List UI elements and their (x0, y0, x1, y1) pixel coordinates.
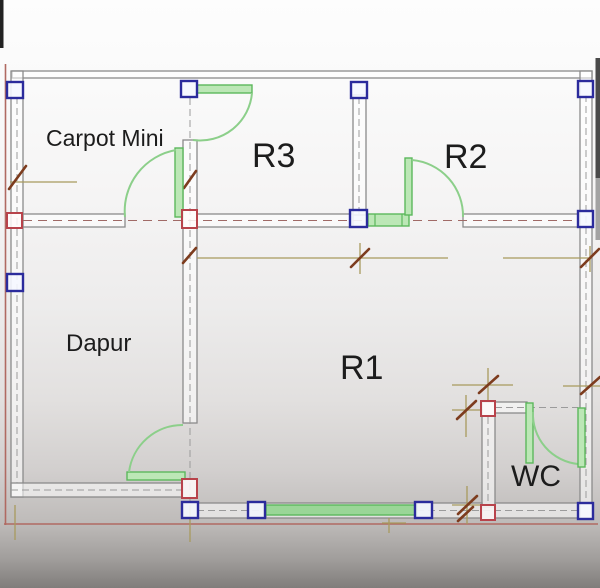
window-r1-bottom (265, 504, 418, 516)
column-top-left (5, 80, 25, 100)
door-leaf-wc (525, 402, 534, 464)
centerlines (11, 95, 587, 511)
window-r2-wall (367, 213, 410, 227)
column-red-wc-top (480, 400, 496, 417)
video-artifact-right-edge (595, 58, 600, 178)
door-leaf-carpot-dapur (174, 147, 184, 218)
dimension-tick-r1-left (181, 246, 198, 265)
door-leaf-r2 (404, 157, 413, 216)
column-top-right (576, 79, 595, 99)
columns-blue (5, 79, 595, 521)
room-label-carpot-mini: Carpot Mini (46, 125, 164, 151)
dimension-tick-wc-left-upper (455, 399, 478, 421)
column-mid-junction (348, 208, 369, 229)
column-bottom-2 (246, 500, 267, 520)
column-left-wall-mid (5, 272, 25, 293)
columns-red (6, 209, 496, 521)
door-arc-wc (531, 411, 579, 465)
room-label-r2: R2 (444, 138, 488, 176)
door-arc-carpot-dapur (123, 149, 177, 218)
column-top-mid-left (179, 79, 199, 99)
dimension-marks (7, 164, 600, 542)
door-arc-dapur-r1 (128, 423, 184, 473)
column-right-wall-mid (576, 209, 595, 229)
column-red-left-wall (6, 212, 23, 229)
column-red-mid-junction (181, 209, 198, 229)
video-artifact-top-left (0, 0, 4, 48)
room-label-dapur: Dapur (66, 330, 132, 357)
room-label-wc: WC (511, 460, 561, 493)
video-artifact-right-edge-fade (595, 178, 600, 240)
column-bottom-3 (413, 500, 434, 520)
window-wc-right-wall (577, 407, 586, 468)
dimension-tick-wc-right (579, 375, 600, 396)
column-red-wc-bottom (480, 504, 496, 521)
section-tick-bottom-wall (456, 505, 475, 523)
door-leaf-r3-top (196, 84, 253, 94)
column-bottom-1 (180, 500, 200, 520)
section-tick-interior-upper (182, 169, 198, 190)
room-label-r3: R3 (252, 137, 296, 175)
room-label-r1: R1 (340, 349, 384, 387)
wall-interior-vertical-a (182, 139, 198, 424)
door-arc-r2 (411, 159, 465, 218)
doors-windows (123, 84, 586, 516)
door-arc-r3-top (192, 92, 253, 142)
dimension-tick-r1-mid (349, 247, 371, 269)
dimension-tick-r1-right (579, 247, 600, 269)
column-red-dapur-corner (181, 478, 198, 499)
column-bottom-right (576, 501, 595, 521)
column-top-mid-right (349, 80, 369, 100)
section-tick-left-wall (7, 164, 28, 191)
door-leaf-dapur-r1 (126, 471, 186, 481)
dimension-tick-wc-top (477, 374, 500, 395)
dimension-tick-wc-left-lower (456, 494, 479, 516)
wall-top (11, 70, 593, 79)
